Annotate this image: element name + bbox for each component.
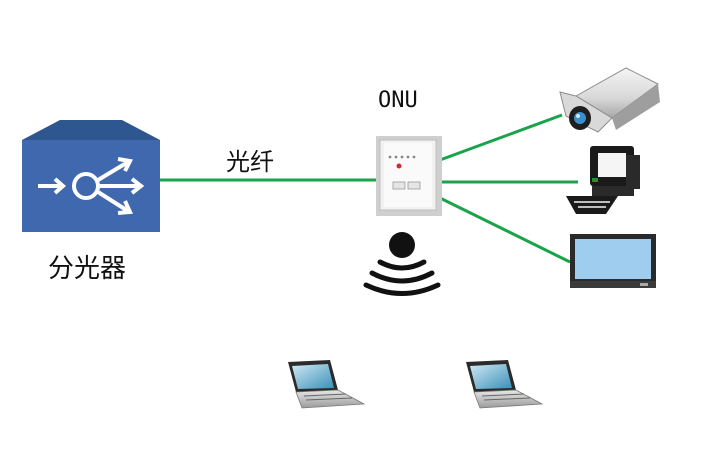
tv-monitor-icon bbox=[570, 234, 656, 288]
desktop-computer-icon bbox=[566, 146, 640, 214]
wifi-signal-icon bbox=[363, 232, 441, 296]
onu-label: ONU bbox=[378, 88, 418, 113]
laptop-icon bbox=[466, 360, 544, 409]
laptop-icon bbox=[288, 360, 366, 409]
connections bbox=[160, 113, 578, 264]
optical-splitter-icon bbox=[22, 120, 160, 232]
link-monitor bbox=[439, 196, 571, 264]
security-camera-icon bbox=[559, 67, 660, 133]
link-camera bbox=[439, 113, 563, 162]
splitter-label: 分光器 bbox=[48, 254, 127, 284]
fiber-label: 光纤 bbox=[226, 148, 274, 176]
onu-device-icon bbox=[376, 136, 442, 216]
